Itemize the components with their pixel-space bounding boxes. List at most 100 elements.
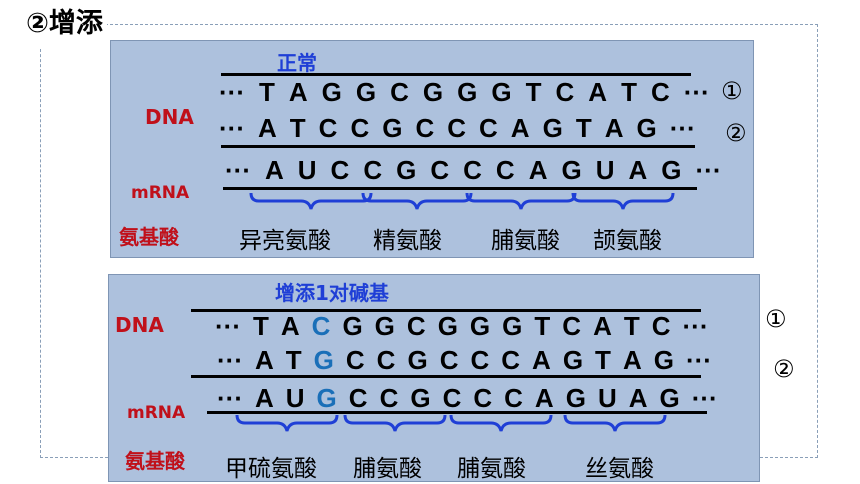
normal-aa-3: 脯氨酸 <box>491 228 560 254</box>
base: T <box>575 113 592 143</box>
insert-aa-label: 氨基酸 <box>125 449 185 473</box>
normal-aa-1: 异亮氨酸 <box>239 228 331 254</box>
base: A <box>532 345 551 375</box>
normal-dna-label: DNA <box>145 105 194 129</box>
base: G <box>382 113 403 143</box>
ellipsis: ··· <box>682 311 709 341</box>
base: A <box>288 77 308 107</box>
normal-aa-label: 氨基酸 <box>119 225 179 249</box>
base: A <box>257 113 277 143</box>
codon-brace <box>571 192 675 210</box>
ellipsis: ··· <box>695 155 722 185</box>
base: G <box>316 383 337 413</box>
base: C <box>390 77 409 107</box>
codon-brace <box>449 414 553 432</box>
base: U <box>285 383 305 413</box>
ellipsis: ··· <box>215 311 241 341</box>
base: A <box>254 345 274 375</box>
base: C <box>379 383 399 413</box>
base: G <box>457 77 478 107</box>
dna-strand2-line <box>191 375 701 378</box>
base: U <box>297 155 317 185</box>
base: A <box>280 311 300 341</box>
base: C <box>479 113 498 143</box>
mrna-line <box>207 411 707 414</box>
base: C <box>376 345 396 375</box>
insert-strand2-mark: ② <box>773 355 795 383</box>
base: G <box>355 77 377 107</box>
codon-brace <box>465 192 577 210</box>
dna-strand2-line <box>221 145 695 148</box>
normal-aa-2: 精氨酸 <box>373 228 442 254</box>
base: G <box>653 345 674 375</box>
base: G <box>661 155 682 185</box>
codon-brace <box>361 192 473 210</box>
base: G <box>321 77 342 107</box>
base: T <box>285 345 302 375</box>
insert-dna-label: DNA <box>115 313 164 337</box>
base: C <box>406 311 426 341</box>
ellipsis: ··· <box>219 77 245 107</box>
base: C <box>504 383 523 413</box>
base: G <box>422 77 444 107</box>
ellipsis: ··· <box>691 383 718 413</box>
insert-aa-2: 脯氨酸 <box>353 456 422 482</box>
base: U <box>595 155 615 185</box>
insert-mrna-label: mRNA <box>127 403 186 423</box>
insert-strand1-mark: ① <box>765 305 787 333</box>
base: C <box>501 345 521 375</box>
base: G <box>491 77 512 107</box>
normal-mrna-label: mRNA <box>131 183 190 203</box>
base: T <box>623 311 640 341</box>
base: G <box>659 383 680 413</box>
base: A <box>628 155 648 185</box>
base: G <box>407 345 428 375</box>
base: G <box>374 311 395 341</box>
codon-brace <box>235 414 339 432</box>
base: T <box>525 77 542 107</box>
base: C <box>562 311 582 341</box>
base: G <box>565 383 586 413</box>
base: T <box>289 113 306 143</box>
base: C <box>350 113 370 143</box>
normal-strand1-mark: ① <box>721 77 743 105</box>
base: G <box>561 155 582 185</box>
normal-aa-4: 颉氨酸 <box>593 228 662 254</box>
insert-aa-4: 丝氨酸 <box>585 456 654 482</box>
page-title: ②增添 <box>22 0 107 48</box>
base: T <box>595 345 611 375</box>
ellipsis: ··· <box>225 155 251 185</box>
base: C <box>463 155 482 185</box>
base: T <box>252 311 269 341</box>
normal-label: 正常 <box>277 51 317 75</box>
base: C <box>345 345 365 375</box>
base: C <box>330 155 350 185</box>
base: C <box>442 383 462 413</box>
base: A <box>510 113 530 143</box>
dna-strand1-line <box>221 73 691 76</box>
base: A <box>628 383 648 413</box>
base: C <box>415 113 435 143</box>
normal-codon-braces <box>249 192 675 210</box>
base: C <box>470 345 490 375</box>
base: C <box>348 383 368 413</box>
base: C <box>318 113 338 143</box>
base: A <box>604 113 624 143</box>
ellipsis: ··· <box>217 383 243 413</box>
base: T <box>534 311 551 341</box>
normal-strand2-mark: ② <box>725 119 747 147</box>
base: A <box>588 77 608 107</box>
insert-codon-braces <box>235 414 667 432</box>
base: A <box>264 155 284 185</box>
base: A <box>622 345 642 375</box>
ellipsis: ··· <box>685 345 712 375</box>
base: C <box>430 155 450 185</box>
codon-brace <box>343 414 447 432</box>
codon-brace <box>249 192 373 210</box>
base: C <box>473 383 493 413</box>
base: G <box>313 345 334 375</box>
